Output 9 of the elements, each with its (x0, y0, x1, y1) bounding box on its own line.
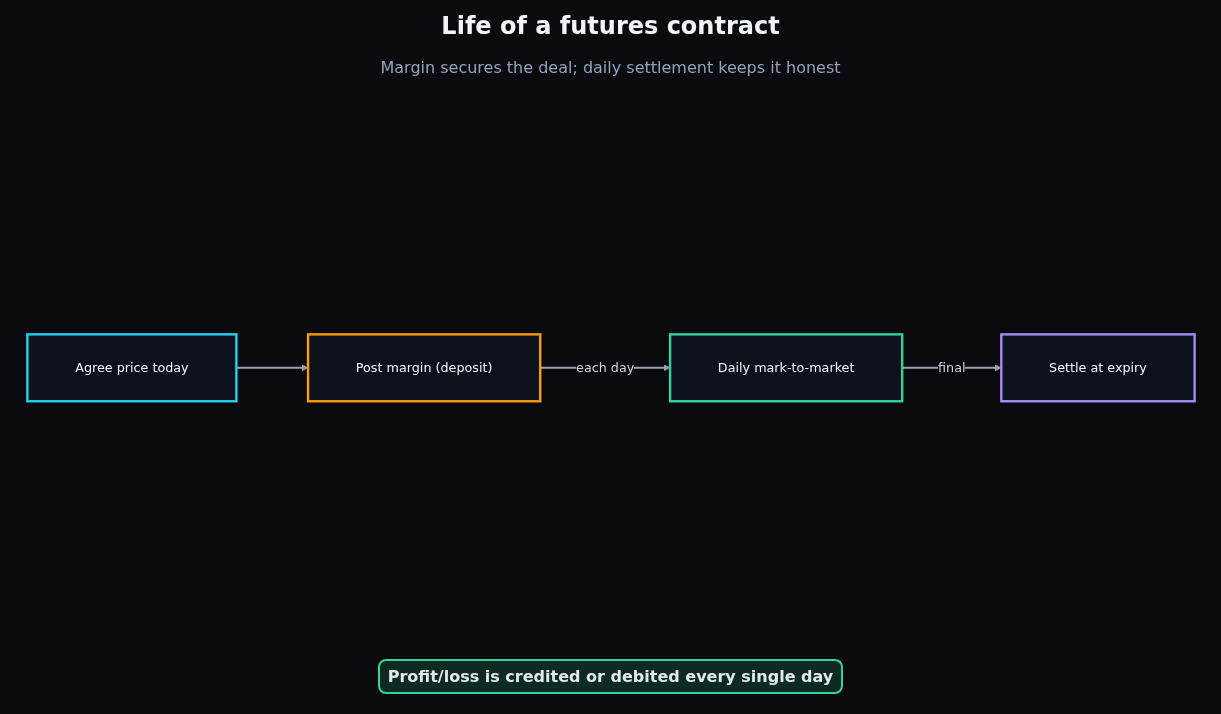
node-box: Post margin (deposit) (306, 333, 541, 403)
node-box: Daily mark-to-market (668, 333, 903, 403)
diagram-title: Life of a futures contract (441, 12, 780, 40)
edge-label: each day (575, 360, 634, 376)
edge-label: final (937, 360, 965, 376)
diagram-subtitle: Margin secures the deal; daily settlement keeps it honest (380, 58, 841, 77)
node-box: Settle at expiry (999, 333, 1196, 403)
note-box: Profit/loss is credited or debited every single day (377, 659, 844, 694)
node-box: Agree price today (25, 333, 238, 403)
